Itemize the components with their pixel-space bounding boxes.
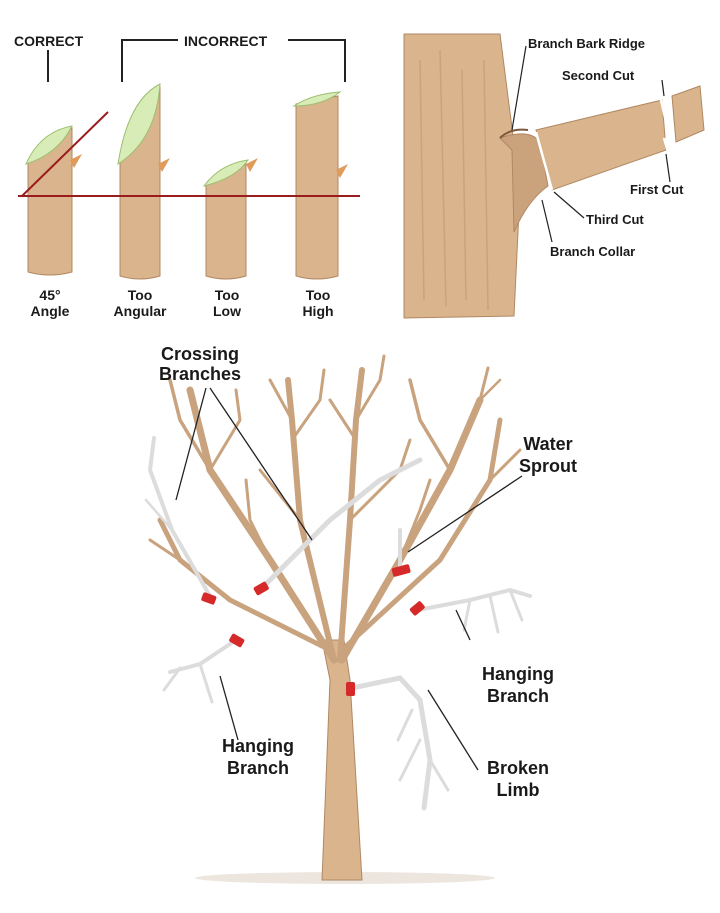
crossing-branch — [259, 457, 423, 591]
branch-collar-illustration — [499, 133, 549, 233]
second-cut-line — [658, 95, 670, 131]
tree-trunk — [321, 639, 363, 881]
stem-3-label-line2: Low — [213, 303, 241, 319]
stem-1-label-line2: Angle — [31, 303, 70, 319]
branch-stub — [535, 99, 667, 191]
hanging-branch-left-label-line1: Hanging — [222, 736, 294, 756]
third-cut-line — [534, 131, 554, 191]
healthy-branches — [148, 354, 522, 664]
stem-45-angle — [25, 125, 82, 276]
cut-mark-crossing — [253, 581, 269, 596]
branch-bark-ridge-illustration — [499, 128, 529, 139]
crossing-branches-label-line1: Crossing — [161, 344, 239, 364]
hanging-branch-right-label-line2: Branch — [487, 686, 549, 706]
cut-marks — [201, 564, 425, 696]
cut-mark-broken-limb — [346, 682, 355, 696]
stem-2-label-line1: Too — [128, 287, 153, 303]
hanging-branch-right-label-line1: Hanging — [482, 664, 554, 684]
first-cut-label: First Cut — [630, 182, 684, 197]
third-cut-label: Third Cut — [586, 212, 644, 227]
branch-end-piece — [671, 85, 705, 143]
cut-mark-left-upper — [201, 592, 217, 605]
stem-too-angular — [117, 83, 170, 280]
cut-angle-panel: CORRECT INCORRECT 45° — [14, 33, 360, 319]
hanging-branch-left-label-line2: Branch — [227, 758, 289, 778]
correct-header: CORRECT — [14, 33, 84, 49]
stem-3-label-line1: Too — [215, 287, 240, 303]
stem-4-label-line2: High — [302, 303, 333, 319]
stem-too-high — [292, 91, 348, 280]
three-cut-panel: Branch Bark Ridge Second Cut First Cut T… — [403, 33, 705, 319]
angle-guide-line — [21, 111, 109, 197]
branch-collar-label: Branch Collar — [550, 244, 635, 259]
incorrect-header: INCORRECT — [184, 33, 268, 49]
water-sprout-label-line2: Sprout — [519, 456, 577, 476]
broken-limb-branch — [349, 675, 433, 811]
broken-limb-label-line1: Broken — [487, 758, 549, 778]
first-cut-line — [662, 137, 670, 153]
stem-too-low — [202, 158, 258, 280]
cut-mark-water-sprout — [391, 564, 411, 577]
cut-mark-hanging-right — [409, 601, 425, 616]
crossing-branches-label-line2: Branches — [159, 364, 241, 384]
broken-limb-label-line2: Limb — [497, 780, 540, 800]
tree-panel: Crossing Branches Water Sprout Hanging B… — [144, 344, 577, 884]
second-cut-label: Second Cut — [562, 68, 635, 83]
branch-bark-ridge-label: Branch Bark Ridge — [528, 36, 645, 51]
stem-2-label-line2: Angular — [114, 303, 167, 319]
stem-1-label-line1: 45° — [39, 287, 60, 303]
incorrect-bracket — [121, 39, 346, 82]
prune-branches — [144, 436, 532, 811]
cut-mark-hanging-left — [229, 633, 245, 648]
stem-4-label-line1: Too — [306, 287, 331, 303]
water-sprout-label-line1: Water — [523, 434, 572, 454]
